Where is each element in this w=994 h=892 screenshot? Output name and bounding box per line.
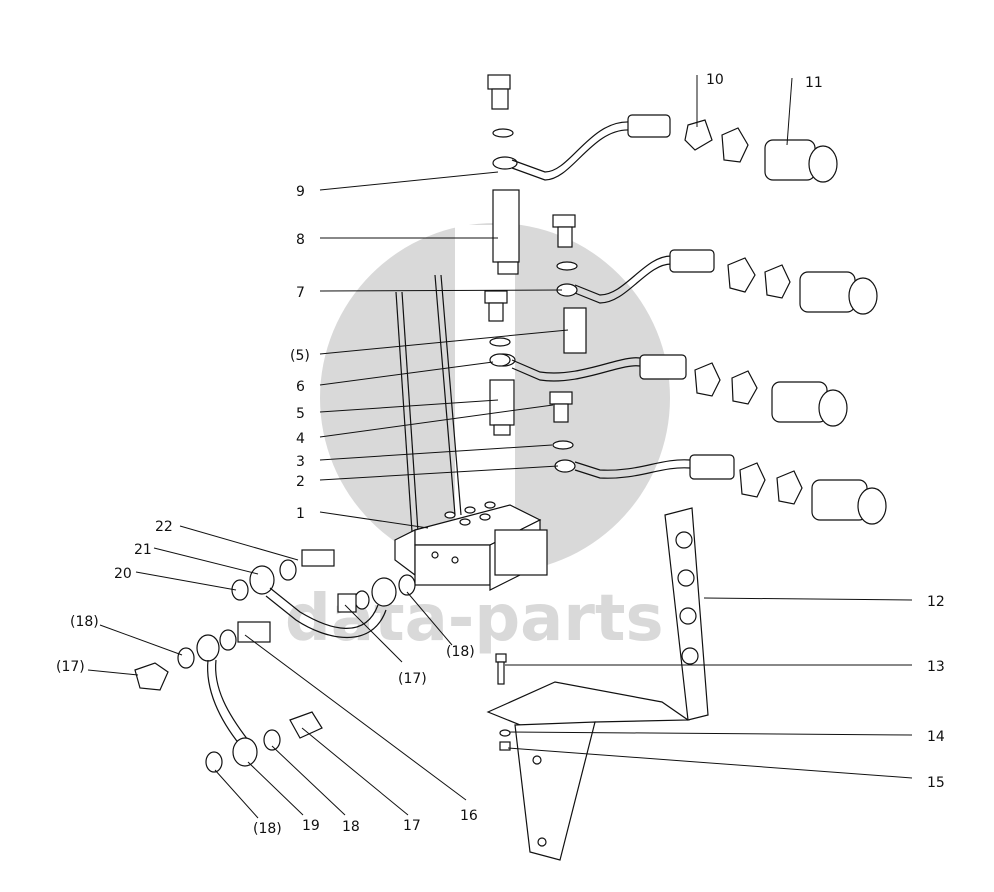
callout-11: 11 bbox=[805, 75, 823, 91]
leader-lines bbox=[87, 75, 913, 819]
callout-18: 18 bbox=[342, 819, 360, 835]
callout-4: 4 bbox=[296, 431, 305, 447]
callout-13: 13 bbox=[927, 659, 945, 675]
watermark: data-parts bbox=[285, 223, 670, 656]
callout-9: 9 bbox=[296, 184, 305, 200]
callout-14: 14 bbox=[927, 729, 945, 745]
callout-12: 12 bbox=[927, 594, 945, 610]
callout-16: 16 bbox=[460, 808, 478, 824]
guide-rods bbox=[395, 274, 462, 533]
callout-17-paren-left: (17) bbox=[56, 659, 85, 675]
valve-block bbox=[394, 501, 548, 591]
mounting-bracket bbox=[486, 507, 709, 861]
callout-17: 17 bbox=[403, 818, 421, 834]
callout-1: 1 bbox=[296, 506, 305, 522]
callout-7: 7 bbox=[296, 285, 305, 301]
callout-5-paren: (5) bbox=[290, 348, 310, 364]
callout-5: 5 bbox=[296, 406, 305, 422]
callout-18-paren-bottom: (18) bbox=[253, 821, 282, 837]
callout-18-paren-left: (18) bbox=[70, 614, 99, 630]
callout-17-paren-right: (17) bbox=[398, 671, 427, 687]
callout-15: 15 bbox=[927, 775, 945, 791]
couplings bbox=[684, 119, 887, 525]
callout-20: 20 bbox=[114, 566, 132, 582]
callout-10: 10 bbox=[706, 72, 724, 88]
hose-lines bbox=[489, 114, 735, 480]
callout-19: 19 bbox=[302, 818, 320, 834]
callout-6: 6 bbox=[296, 379, 305, 395]
top-banjo-column bbox=[484, 74, 587, 450]
callout-3: 3 bbox=[296, 454, 305, 470]
callout-22: 22 bbox=[155, 519, 173, 535]
callout-8: 8 bbox=[296, 232, 305, 248]
callout-2: 2 bbox=[296, 474, 305, 490]
callout-21: 21 bbox=[134, 542, 152, 558]
callout-18-paren-right: (18) bbox=[446, 644, 475, 660]
callout-labels: 1 2 3 4 5 (5) 6 7 8 9 10 11 12 13 14 15 … bbox=[56, 72, 945, 837]
